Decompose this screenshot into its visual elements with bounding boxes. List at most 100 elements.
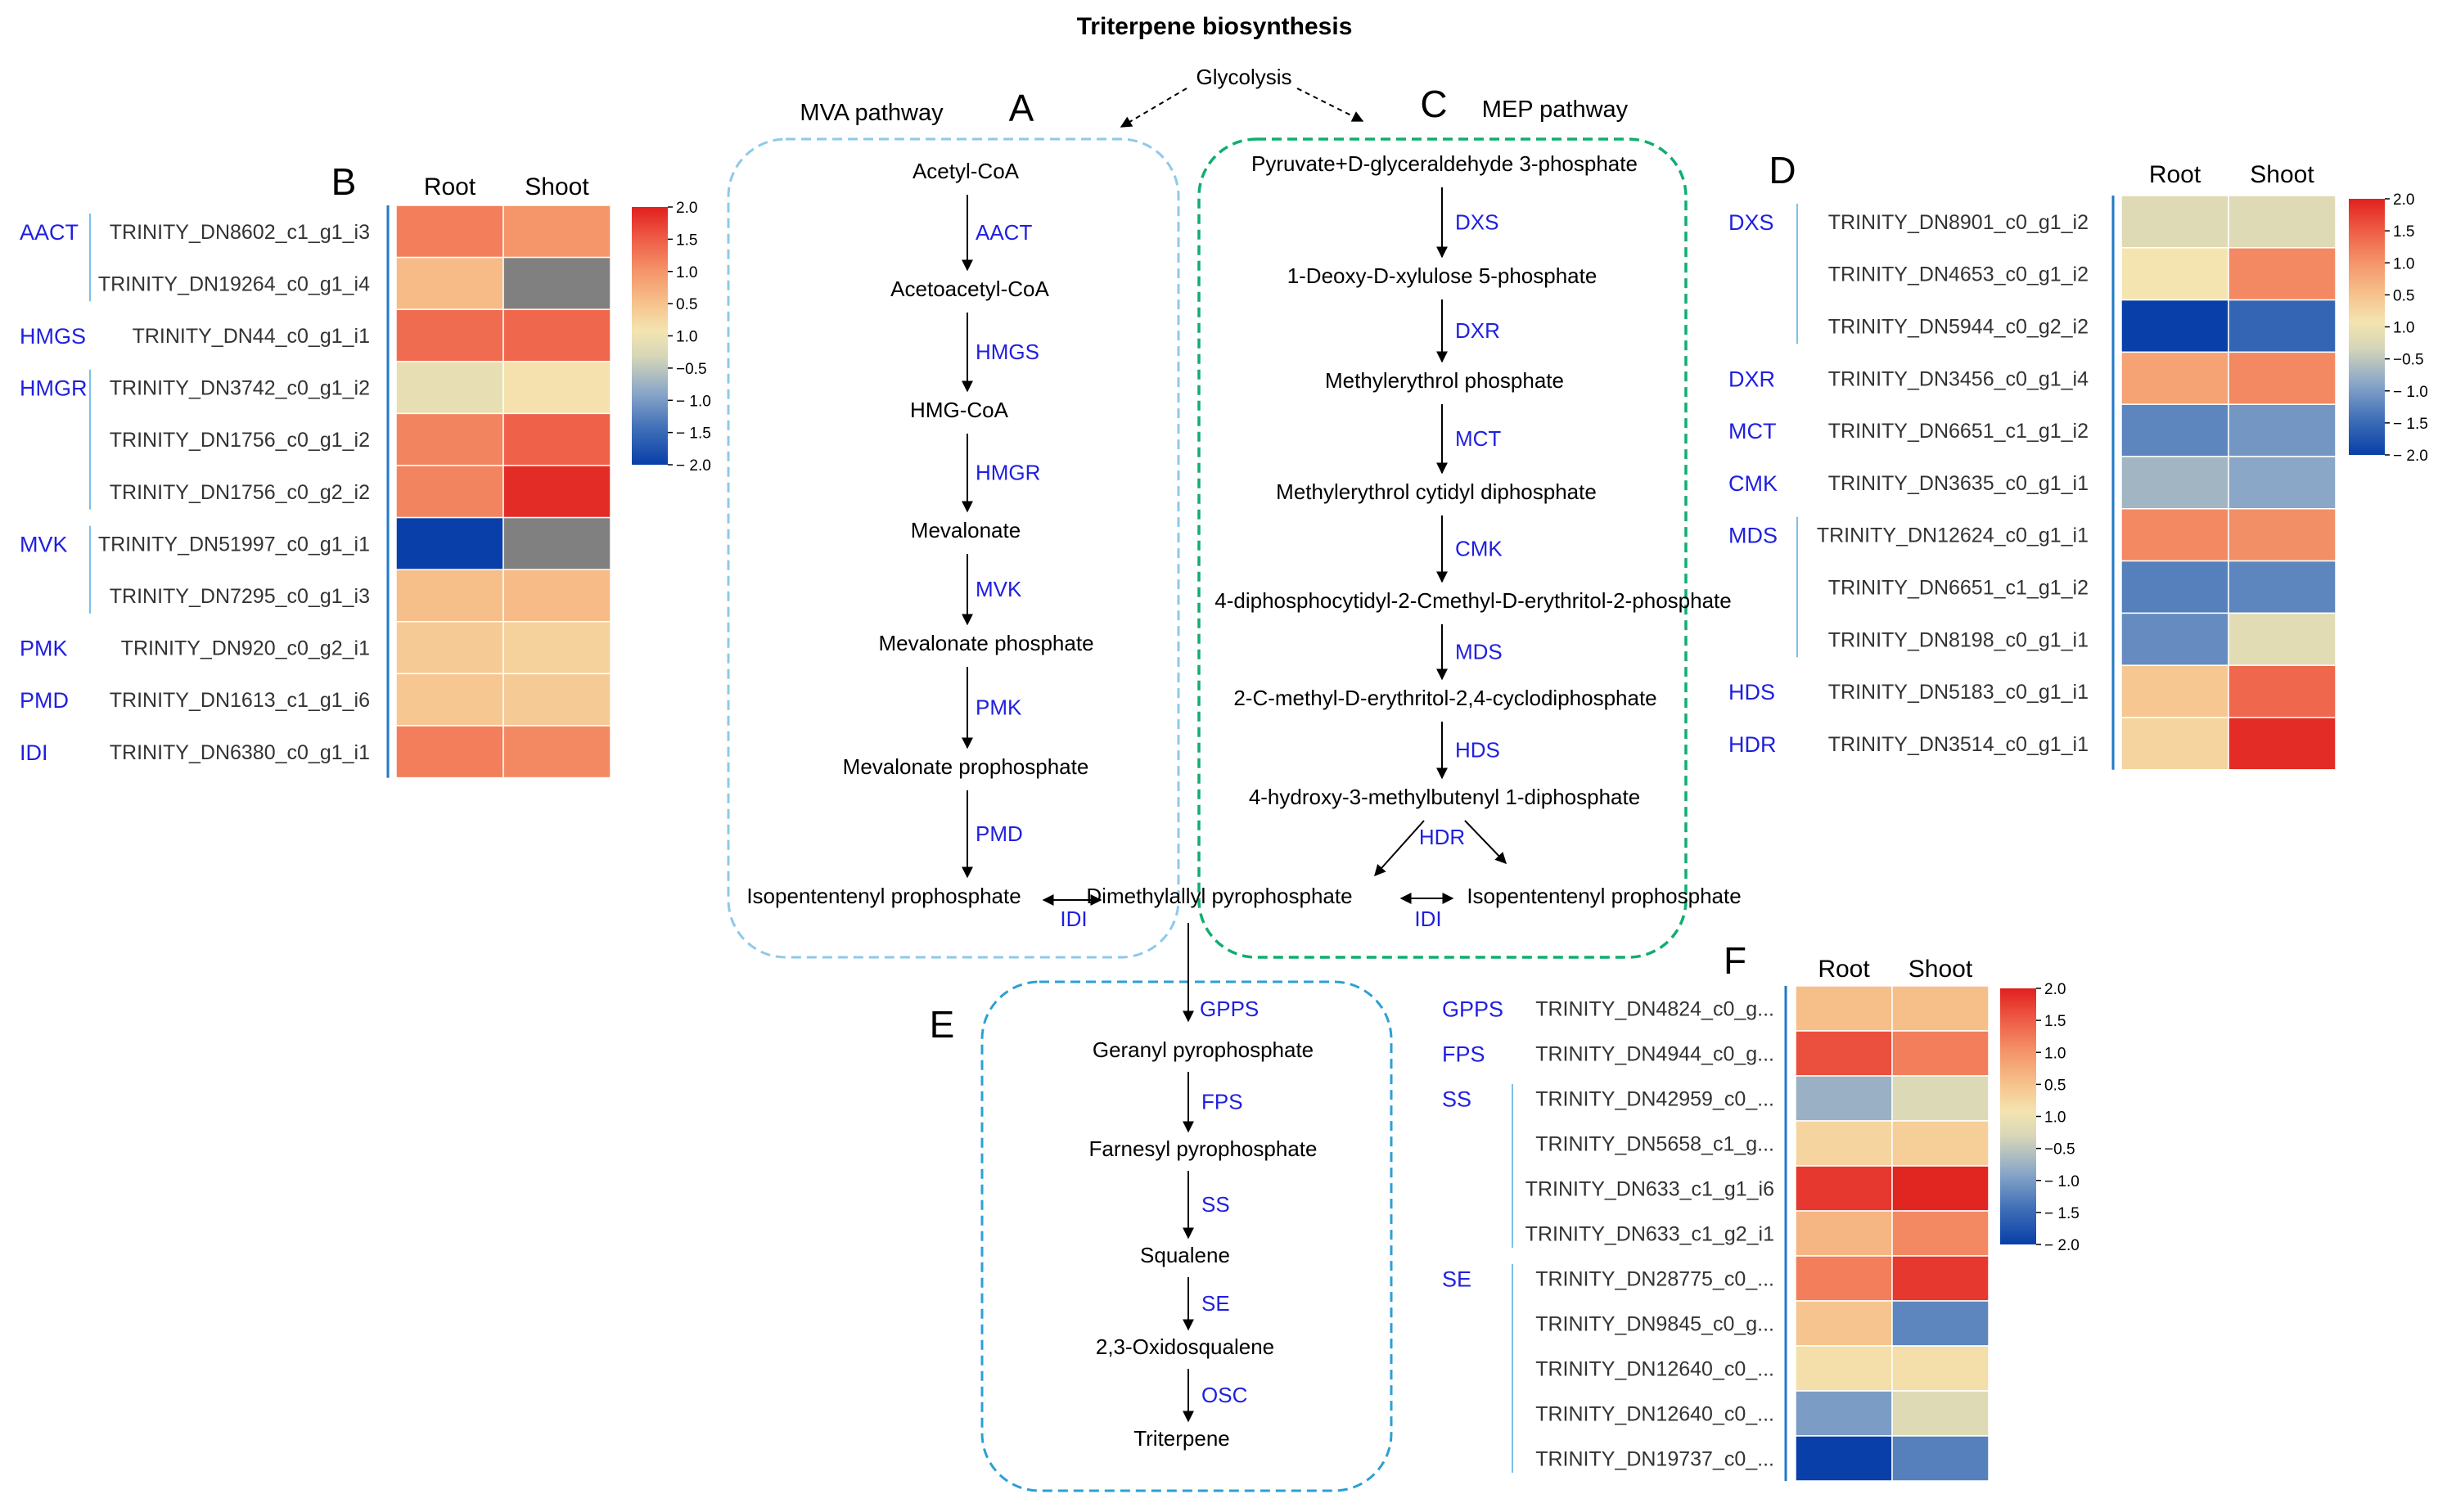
heatmap-d-group-hdr: HDR xyxy=(1728,732,1777,757)
heatmap-d-cell xyxy=(2120,717,2229,771)
heatmap-f-gene-label: TRINITY_DN28775_c0_... xyxy=(1535,1268,1774,1291)
heatmap-d-cell xyxy=(2228,351,2337,405)
heatmap-b-colorbar-label: 0.5 xyxy=(676,296,697,313)
mva-pathway-box xyxy=(727,137,1180,959)
heatmap-b-cell xyxy=(395,569,504,623)
idi-right-label: IDI xyxy=(1414,907,1441,931)
heatmap-f-cell xyxy=(1891,1120,1990,1167)
heatmap-b-cell xyxy=(502,516,611,570)
heatmap-b-group-hmgs: HMGS xyxy=(20,324,86,349)
heatmap-f-group-ss: SS xyxy=(1442,1087,1471,1112)
heatmap-d-cell xyxy=(2120,299,2229,353)
heatmap-f-cell xyxy=(1795,1030,1893,1077)
heatmap-f-colorbar-label: − 2.0 xyxy=(2044,1237,2080,1254)
mep-enzyme-mds: MDS xyxy=(1455,640,1503,664)
heatmap-f-cell xyxy=(1891,1345,1990,1392)
heatmap-b-cell xyxy=(395,256,504,310)
heatmap-b-cell xyxy=(395,361,504,415)
heatmap-f-cell xyxy=(1891,1255,1990,1302)
mva-enzyme-pmk: PMK xyxy=(976,695,1022,720)
heatmap-d-gene-label: TRINITY_DN5944_c0_g2_i2 xyxy=(1828,316,2089,339)
mva-node-acetoacetyl-coa: Acetoacetyl-CoA xyxy=(890,277,1049,301)
mva-enzyme-aact: AACT xyxy=(976,220,1032,245)
heatmap-d-group-dxs: DXS xyxy=(1728,210,1774,235)
heatmap-b-gene-label: TRINITY_DN51997_c0_g1_i1 xyxy=(98,533,370,556)
mep-node-methylerythrol-cytidyl-diphosphate: Methylerythrol cytidyl diphosphate xyxy=(1276,479,1597,504)
panel-e-letter: E xyxy=(930,1003,955,1046)
heatmap-f-cell xyxy=(1795,1210,1893,1257)
heatmap-f-colorbar xyxy=(2000,988,2036,1244)
e-enzyme-gpps: GPPS xyxy=(1200,997,1259,1021)
heatmap-b-cell xyxy=(395,412,504,466)
mep-enzyme-hds: HDS xyxy=(1455,738,1500,763)
mep-enzyme-dxr: DXR xyxy=(1455,318,1500,343)
heatmap-f-colorbar-label: 1.0 xyxy=(2044,1109,2066,1127)
heatmap-b-cell xyxy=(395,673,504,727)
hdr-arrow-left xyxy=(1374,820,1425,877)
heatmap-d-group-hds: HDS xyxy=(1728,680,1775,704)
hdr-arrow-right xyxy=(1464,820,1507,865)
heatmap-f-colorbar-label: −0.5 xyxy=(2044,1141,2075,1159)
heatmap-d-cell xyxy=(2120,664,2229,718)
heatmap-b-cell xyxy=(395,516,504,570)
heatmap-f-gene-label: TRINITY_DN633_c1_g1_i6 xyxy=(1525,1178,1774,1201)
heatmap-b-colorbar-label: − 1.5 xyxy=(676,425,711,443)
heatmap-b-group-aact: AACT xyxy=(20,220,79,245)
heatmap-f-group-fps: FPS xyxy=(1442,1042,1485,1067)
heatmap-b-group-pmk: PMK xyxy=(20,637,68,661)
heatmap-d-cell xyxy=(2228,508,2337,562)
heatmap-d-group-mct: MCT xyxy=(1728,419,1776,443)
mep-enzyme-dxs: DXS xyxy=(1455,210,1498,235)
heatmap-b-gene-label: TRINITY_DN3742_c0_g1_i2 xyxy=(110,377,370,400)
mep-node-2-c-methyl-d-erythritol-2-4-cyclodiphosphate: 2-C-methyl-D-erythritol-2,4-cyclodiphosp… xyxy=(1233,686,1656,710)
heatmap-b-colorbar-label: 2.0 xyxy=(676,200,697,217)
heatmap-d-cell xyxy=(2120,403,2229,457)
mva-node-hmg-coa: HMG-CoA xyxy=(910,398,1009,422)
mva-enzyme-hmgs: HMGS xyxy=(976,340,1039,364)
heatmap-f-cell xyxy=(1795,985,1893,1032)
e-node-2-3-oxidosqualene: 2,3-Oxidosqualene xyxy=(1096,1334,1274,1359)
heatmap-b-colorbar xyxy=(632,207,668,465)
heatmap-d-colorbar-label: − 2.0 xyxy=(2393,448,2428,465)
heatmap-d-group-cmk: CMK xyxy=(1728,471,1778,496)
mep-node-4-hydroxy-3-methylbutenyl-1-diphosphate: 4-hydroxy-3-methylbutenyl 1-diphosphate xyxy=(1249,785,1640,809)
heatmap-d-group-dxr: DXR xyxy=(1728,367,1775,391)
heatmap-b-gene-label: TRINITY_DN19264_c0_g1_i4 xyxy=(98,272,370,295)
heatmap-b-cell xyxy=(502,673,611,727)
panel-d-letter: D xyxy=(1769,149,1796,191)
heatmap-b-cell xyxy=(502,412,611,466)
mep-node-isopententenyl-prophosphate: Isopententenyl prophosphate xyxy=(1467,884,1741,908)
mva-node-mevalonate-prophosphate: Mevalonate prophosphate xyxy=(843,754,1089,779)
heatmap-f-cell xyxy=(1891,1300,1990,1347)
heatmap-b-cell xyxy=(395,205,504,259)
mva-pathway: Acetyl-CoAAcetoacetyl-CoAHMG-CoAMevalona… xyxy=(746,159,1093,908)
heatmap-d-col-shoot: Shoot xyxy=(2250,161,2314,188)
heatmap-b-colorbar-label: 1.5 xyxy=(676,232,697,249)
mep-enzyme-mct: MCT xyxy=(1455,426,1501,451)
panel-f-letter: F xyxy=(1724,939,1746,982)
heatmap-b-group-mvk: MVK xyxy=(20,532,68,556)
heatmap-d-cell xyxy=(2120,508,2229,562)
heatmap-f-gene-label: TRINITY_DN12640_c0_... xyxy=(1535,1403,1774,1426)
heatmap-d-colorbar-label: − 1.5 xyxy=(2393,416,2428,433)
heatmap-d-cell xyxy=(2120,195,2229,249)
heatmap-f-gene-label: TRINITY_DN42959_c0_... xyxy=(1535,1088,1774,1111)
heatmap-d-colorbar-label: 1.0 xyxy=(2393,320,2414,337)
heatmap-d-gene-label: TRINITY_DN6651_c1_g1_i2 xyxy=(1828,577,2089,600)
heatmap-b-colorbar-label: 1.0 xyxy=(676,329,697,346)
panel-a-label: MVA pathway xyxy=(800,100,944,126)
heatmap-d-colorbar-label: 1.5 xyxy=(2393,223,2414,241)
heatmap-f-cell xyxy=(1891,1210,1990,1257)
heatmap-f-col-shoot: Shoot xyxy=(1908,956,1973,983)
heatmap-b-gene-label: TRINITY_DN8602_c1_g1_i3 xyxy=(110,221,370,244)
heatmap-f-gene-label: TRINITY_DN4824_c0_g... xyxy=(1535,998,1774,1021)
heatmap-d-cell xyxy=(2228,717,2337,771)
heatmap-b-cell xyxy=(395,725,504,779)
heatmap-f-gene-label: TRINITY_DN4944_c0_g... xyxy=(1535,1043,1774,1066)
heatmap-d-col-root: Root xyxy=(2149,161,2201,188)
heatmap-d-colorbar-label: − 1.0 xyxy=(2393,384,2428,401)
